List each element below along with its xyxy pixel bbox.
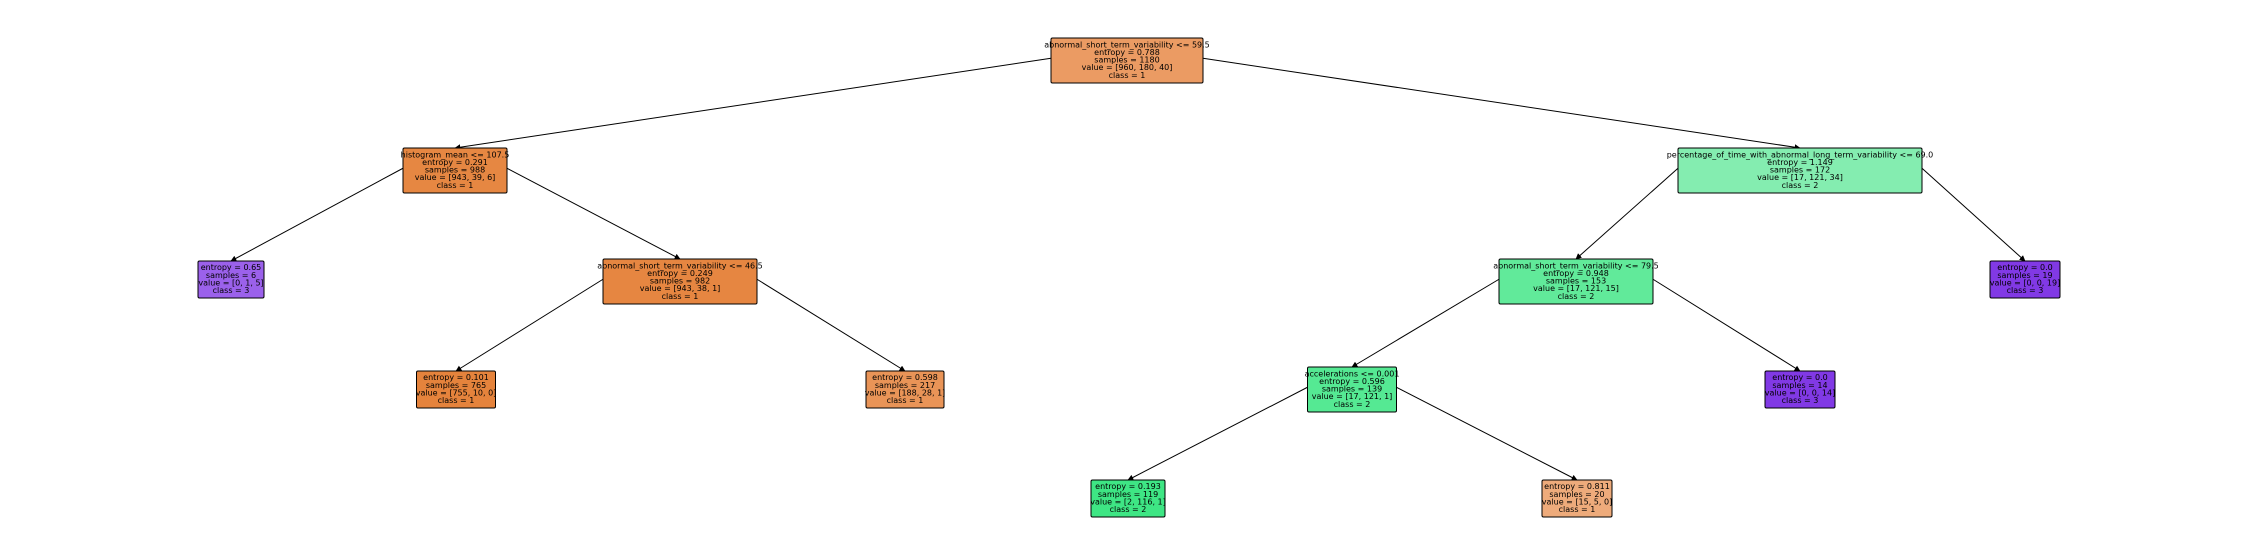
tree-node-line: samples = 20 (1549, 490, 1604, 499)
tree-node-line: class = 1 (887, 396, 924, 405)
tree-edge-n6-n12 (1921, 167, 2026, 262)
tree-node-line: entropy = 1.149 (1767, 158, 1833, 167)
tree-node-line: value = [0, 0, 19] (1990, 278, 2060, 287)
tree-node-line: samples = 19 (1997, 271, 2052, 280)
tree-node-line: abnormal_short_term_variability <= 79.5 (1493, 261, 1659, 270)
tree-node-line: value = [0, 1, 5] (198, 278, 263, 287)
tree-edge-n6-n7 (1575, 167, 1679, 260)
tree-edge-n7-n8 (1351, 278, 1500, 368)
tree-node-box (1307, 366, 1397, 413)
tree-node-line: entropy = 0.0 (1772, 373, 1827, 382)
tree-node-line: samples = 1180 (1094, 56, 1159, 65)
tree-edge-n3-n4 (455, 278, 604, 372)
tree-node-line: class = 3 (2007, 286, 2044, 295)
tree-node-line: entropy = 0.788 (1094, 48, 1160, 57)
tree-node-line: entropy = 0.193 (1095, 482, 1161, 491)
tree-node-box (1498, 258, 1654, 305)
tree-node-line: samples = 765 (426, 381, 486, 390)
tree-node-line: abnormal_short_term_variability <= 46.5 (597, 261, 763, 270)
tree-node-line: entropy = 0.811 (1544, 482, 1610, 491)
tree-edge-n0-n1 (454, 57, 1052, 151)
tree-node-line: class = 2 (1782, 181, 1819, 190)
tree-edge-n0-n6 (1202, 57, 1801, 151)
tree-node-box (1541, 479, 1613, 518)
tree-node-line: samples = 217 (875, 381, 935, 390)
tree-node-line: abnormal_short_term_variability <= 59.5 (1044, 40, 1210, 49)
tree-node-line: class = 1 (438, 396, 475, 405)
tree-node-line: class = 2 (1334, 400, 1371, 409)
tree-node-line: value = [188, 28, 1] (865, 388, 946, 397)
tree-node-line: value = [0, 0, 14] (1765, 388, 1835, 397)
tree-node-line: entropy = 0.291 (422, 158, 488, 167)
tree-node-line: samples = 14 (1772, 381, 1827, 390)
tree-node-n6: percentage_of_time_with_abnormal_long_te… (1667, 147, 1934, 194)
tree-edge-n8-n10 (1396, 386, 1578, 481)
tree-edge-n3-n5 (756, 278, 906, 372)
tree-node-line: value = [943, 39, 6] (415, 173, 496, 182)
tree-node-n7: abnormal_short_term_variability <= 79.5e… (1493, 258, 1659, 305)
tree-node-line: entropy = 0.948 (1543, 269, 1609, 278)
tree-node-line: samples = 982 (650, 277, 710, 286)
tree-node-box (865, 370, 945, 409)
tree-node-line: entropy = 0.0 (1997, 263, 2052, 272)
tree-node-line: class = 3 (213, 286, 250, 295)
nodes-layer: abnormal_short_term_variability <= 59.5e… (197, 37, 2061, 518)
tree-node-box (1050, 37, 1204, 84)
tree-node-line: samples = 6 (206, 271, 256, 280)
tree-node-line: value = [17, 121, 34] (1757, 173, 1843, 182)
tree-node-line: samples = 172 (1770, 166, 1830, 175)
tree-node-line: value = [17, 121, 1] (1312, 392, 1393, 401)
tree-edge-n1-n3 (506, 167, 681, 260)
tree-node-line: value = [755, 10, 0] (416, 388, 497, 397)
tree-node-line: entropy = 0.249 (647, 269, 713, 278)
tree-node-line: class = 1 (1109, 71, 1146, 80)
tree-node-box (602, 258, 758, 305)
tree-node-box (416, 370, 496, 409)
tree-node-line: class = 1 (662, 292, 699, 301)
tree-node-line: value = [15, 5, 0] (1542, 497, 1612, 506)
tree-node-line: entropy = 0.596 (1319, 377, 1385, 386)
tree-node-line: value = [2, 116, 1] (1090, 497, 1166, 506)
tree-node-box (1989, 260, 2061, 299)
tree-node-line: class = 3 (1782, 396, 1819, 405)
tree-node-box (402, 147, 508, 194)
tree-node-line: samples = 119 (1098, 490, 1158, 499)
tree-node-line: histogram_mean <= 107.5 (401, 150, 510, 159)
tree-node-line: percentage_of_time_with_abnormal_long_te… (1667, 150, 1934, 159)
tree-node-line: class = 1 (437, 181, 474, 190)
tree-node-line: entropy = 0.101 (423, 373, 489, 382)
tree-node-line: entropy = 0.598 (872, 373, 938, 382)
tree-node-line: entropy = 0.65 (201, 263, 262, 272)
tree-node-line: class = 1 (1559, 505, 1596, 514)
tree-node-line: samples = 988 (425, 166, 485, 175)
tree-node-line: value = [943, 38, 1] (640, 284, 721, 293)
edges-layer (230, 57, 2026, 481)
tree-node-box (1677, 147, 1923, 194)
tree-node-box (197, 260, 265, 299)
tree-node-line: accelerations <= 0.001 (1305, 369, 1400, 378)
tree-node-line: value = [960, 180, 40] (1082, 63, 1173, 72)
tree-edge-n8-n9 (1127, 386, 1308, 481)
tree-node-line: samples = 139 (1322, 385, 1382, 394)
tree-edge-n1-n2 (230, 167, 404, 262)
tree-node-box (1090, 479, 1166, 518)
tree-node-line: value = [17, 121, 15] (1533, 284, 1619, 293)
tree-node-n3: abnormal_short_term_variability <= 46.5e… (597, 258, 763, 305)
tree-node-line: class = 2 (1110, 505, 1147, 514)
tree-node-box (1764, 370, 1836, 409)
tree-node-n0: abnormal_short_term_variability <= 59.5e… (1044, 37, 1210, 84)
tree-node-line: samples = 153 (1546, 277, 1606, 286)
tree-edge-n7-n11 (1652, 278, 1801, 372)
tree-node-line: class = 2 (1558, 292, 1595, 301)
